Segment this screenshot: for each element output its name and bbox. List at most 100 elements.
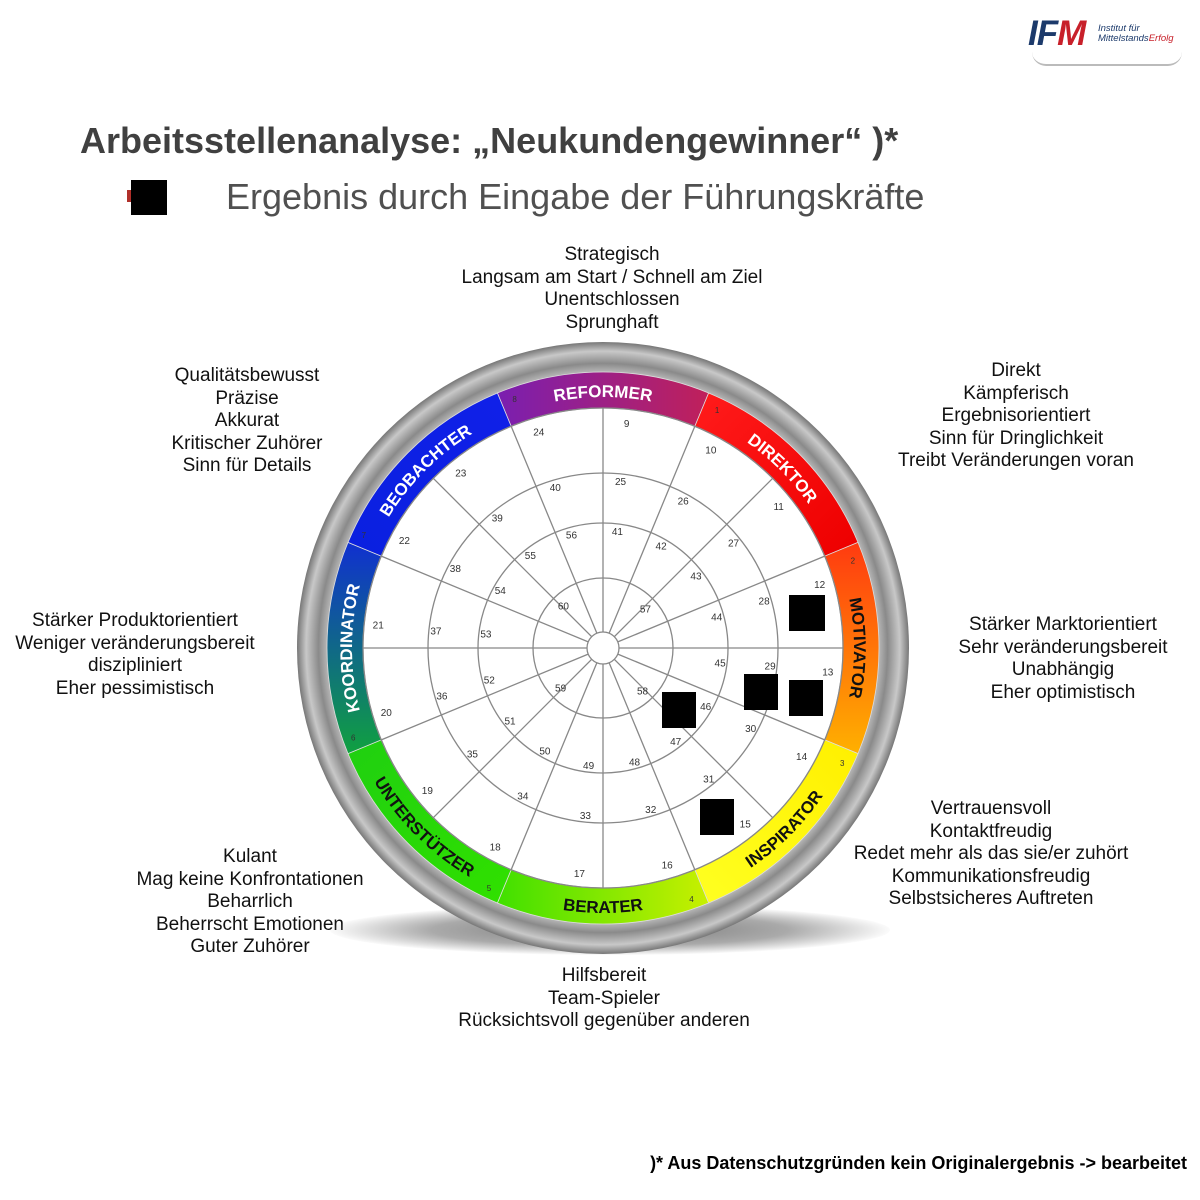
logo-mark: IFM bbox=[1028, 14, 1086, 54]
result-marker bbox=[789, 595, 825, 631]
sector-number: 49 bbox=[583, 761, 595, 772]
desc-line: Unentschlossen bbox=[544, 289, 680, 310]
sector-number: 58 bbox=[637, 686, 649, 697]
desc-line: Langsam am Start / Schnell am Ziel bbox=[461, 266, 763, 288]
sector-number: 37 bbox=[430, 626, 442, 637]
sector-number: 50 bbox=[539, 747, 551, 758]
sector-number: 28 bbox=[759, 596, 771, 607]
result-marker bbox=[789, 680, 823, 716]
desc-line: Mag keine Konfrontationen bbox=[136, 868, 364, 890]
sector-number: 57 bbox=[640, 604, 652, 615]
logo-line2a: Mittelstands bbox=[1098, 33, 1149, 44]
desc-line: Rücksichtsvoll gegenüber anderen bbox=[458, 1010, 750, 1031]
sector-number: 10 bbox=[705, 445, 717, 456]
sector-number: 12 bbox=[814, 580, 826, 591]
desc-line: Hilfsbereit bbox=[561, 965, 647, 986]
desc-line: Ergebnisorientiert bbox=[941, 405, 1091, 426]
grid-spoke bbox=[510, 662, 598, 870]
sector-number: 34 bbox=[517, 792, 529, 803]
desc-line: Akkurat bbox=[214, 410, 280, 431]
desc-line: Eher pessimistisch bbox=[55, 677, 215, 699]
sector-number: 21 bbox=[373, 620, 385, 631]
sector-number: 41 bbox=[612, 527, 624, 538]
sector-number: 30 bbox=[745, 724, 757, 735]
desc-line: Kommunikationsfreudig bbox=[891, 865, 1091, 887]
sector-number: 7 bbox=[362, 531, 367, 540]
sector-number: 29 bbox=[765, 662, 777, 673]
sector-number: 24 bbox=[533, 427, 545, 438]
desc-line: Direkt bbox=[991, 360, 1041, 381]
legend-label: Ergebnis durch Eingabe der Führungskräft… bbox=[226, 176, 925, 217]
sector-number: 26 bbox=[678, 496, 690, 507]
desc-line: Vertrauensvoll bbox=[930, 798, 1052, 819]
sector-number: 54 bbox=[495, 586, 507, 597]
sector-number: 2 bbox=[851, 557, 856, 566]
grid-spoke bbox=[608, 662, 696, 870]
sector-number: 16 bbox=[662, 861, 674, 872]
sector-number: 1 bbox=[715, 406, 720, 415]
desc-line: Beharrlich bbox=[207, 891, 293, 912]
sector-number: 5 bbox=[487, 884, 492, 893]
desc-line: Weniger veränderungsbereit bbox=[15, 632, 255, 654]
sector-number: 56 bbox=[566, 530, 578, 541]
grid-spoke bbox=[613, 477, 774, 638]
desc-line: Stärker Produktorientiert bbox=[32, 610, 238, 631]
page-title: Arbeitsstellenanalyse: „Neukundengewinne… bbox=[80, 120, 899, 161]
desc-line: Treibt Veränderungen voran bbox=[898, 450, 1134, 471]
sector-number: 53 bbox=[480, 630, 492, 641]
desc-line: Selbstsicheres Auftreten bbox=[888, 888, 1094, 909]
grid-spoke bbox=[381, 555, 589, 643]
segment-label: MOTIVATOR bbox=[845, 596, 869, 700]
result-marker bbox=[700, 799, 734, 835]
sector-number: 3 bbox=[840, 759, 845, 768]
segment-label: REFORMER bbox=[552, 382, 654, 406]
sector-number: 22 bbox=[399, 536, 411, 547]
segment-label: BERATER bbox=[562, 895, 644, 917]
sector-number: 45 bbox=[715, 658, 727, 669]
legend-marker-accent bbox=[127, 190, 132, 202]
sector-number: 6 bbox=[351, 733, 356, 742]
logo-letter: I bbox=[1028, 14, 1038, 53]
sector-number: 55 bbox=[525, 551, 537, 562]
sector-number: 52 bbox=[484, 676, 496, 687]
sector-number: 46 bbox=[700, 702, 712, 713]
logo-swoosh bbox=[1032, 52, 1182, 66]
sector-number: 8 bbox=[512, 395, 517, 404]
sector-number: 36 bbox=[436, 692, 448, 703]
logo-line2b: Erfolg bbox=[1148, 33, 1174, 44]
sector-number: 59 bbox=[555, 684, 567, 695]
desc-line: Kämpferisch bbox=[963, 382, 1069, 404]
grid-spoke bbox=[432, 658, 593, 819]
desc-line: Sprunghaft bbox=[565, 311, 659, 333]
desc-line: Kontaktfreudig bbox=[929, 820, 1053, 842]
desc-line: Guter Zuhörer bbox=[190, 936, 310, 957]
result-marker bbox=[662, 692, 696, 728]
desc-line: Qualitätsbewusst bbox=[174, 365, 320, 386]
sector-number: 43 bbox=[690, 571, 702, 582]
grid-spoke bbox=[432, 477, 593, 638]
grid-spoke bbox=[381, 653, 589, 741]
grid-spoke bbox=[608, 426, 696, 634]
sector-number: 33 bbox=[580, 811, 592, 822]
sector-number: 48 bbox=[629, 758, 641, 769]
desc-line: Sehr veränderungsbereit bbox=[958, 636, 1168, 658]
sector-number: 47 bbox=[670, 737, 682, 748]
sector-number: 14 bbox=[796, 752, 808, 763]
result-marker bbox=[744, 674, 778, 710]
sector-number: 38 bbox=[450, 564, 462, 575]
desc-line: Unabhängig bbox=[1011, 659, 1115, 680]
sector-number: 25 bbox=[615, 477, 627, 488]
sector-number: 39 bbox=[492, 513, 504, 524]
sector-number: 20 bbox=[381, 708, 393, 719]
sector-number: 32 bbox=[645, 805, 657, 816]
sector-number: 44 bbox=[711, 612, 723, 623]
footer-note: )* Aus Datenschutzgründen kein Originale… bbox=[650, 1153, 1187, 1173]
segment-label-text: REFORMER bbox=[552, 382, 654, 406]
logo-letter: M bbox=[1057, 14, 1086, 53]
